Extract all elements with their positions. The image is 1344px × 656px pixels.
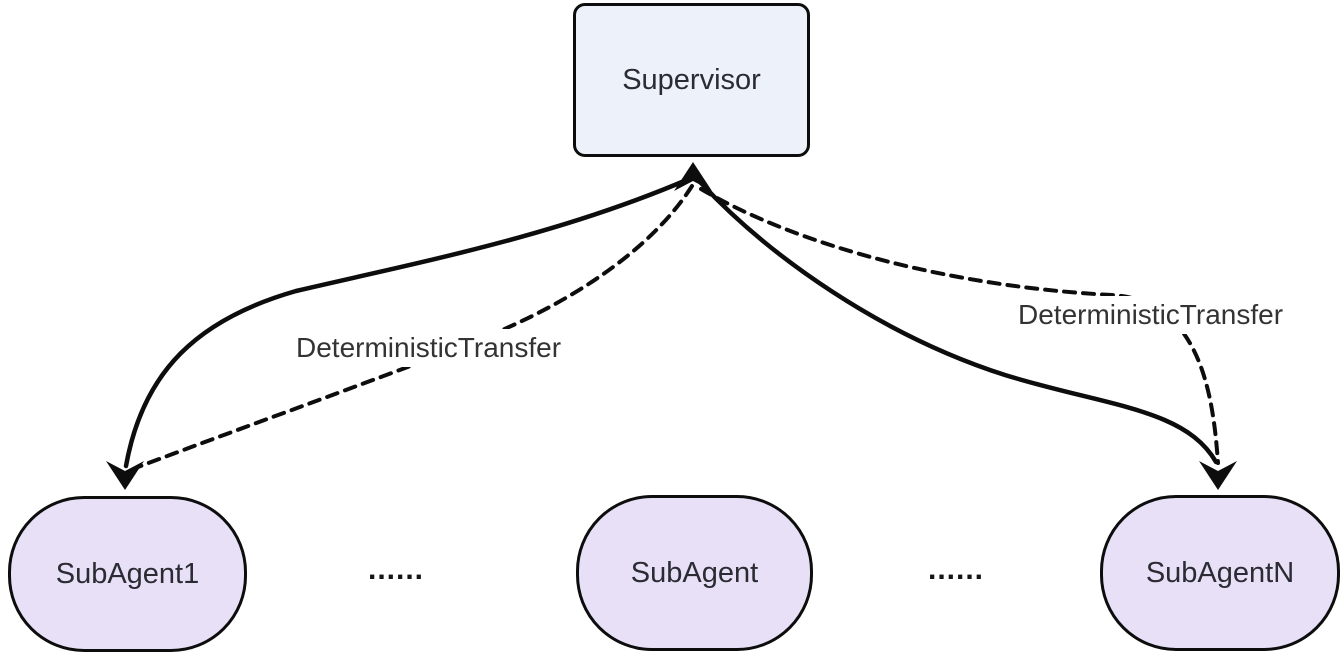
node-subagentN-label: SubAgentN (1145, 556, 1295, 589)
node-subagent-mid-label: SubAgent (630, 556, 759, 589)
node-subagent-mid: SubAgent (576, 495, 813, 651)
edge-supervisor-to-subagentN-solid (698, 180, 1219, 465)
node-subagent1: SubAgent1 (8, 496, 247, 652)
arrowhead-down-into-subagentN (1199, 461, 1237, 490)
edge-subagentN-to-supervisor-dashed (699, 187, 1220, 465)
edge-subagent1-to-supervisor-dashed (136, 184, 694, 469)
edge-label-deterministic-transfer-right: DeterministicTransfer (1012, 296, 1290, 334)
arrowhead-up-into-supervisor (674, 162, 712, 191)
node-supervisor: Supervisor (573, 3, 810, 157)
node-subagent1-label: SubAgent1 (55, 557, 200, 590)
arrowhead-down-into-subagent1 (106, 461, 144, 490)
edge-label-deterministic-transfer-left: DeterministicTransfer (290, 329, 568, 367)
node-subagentN: SubAgentN (1100, 495, 1340, 651)
edge-supervisor-to-subagent1-solid (123, 176, 692, 469)
ellipsis-right: ...... (928, 553, 985, 586)
node-supervisor-label: Supervisor (622, 63, 761, 96)
ellipsis-left: ...... (368, 553, 425, 586)
